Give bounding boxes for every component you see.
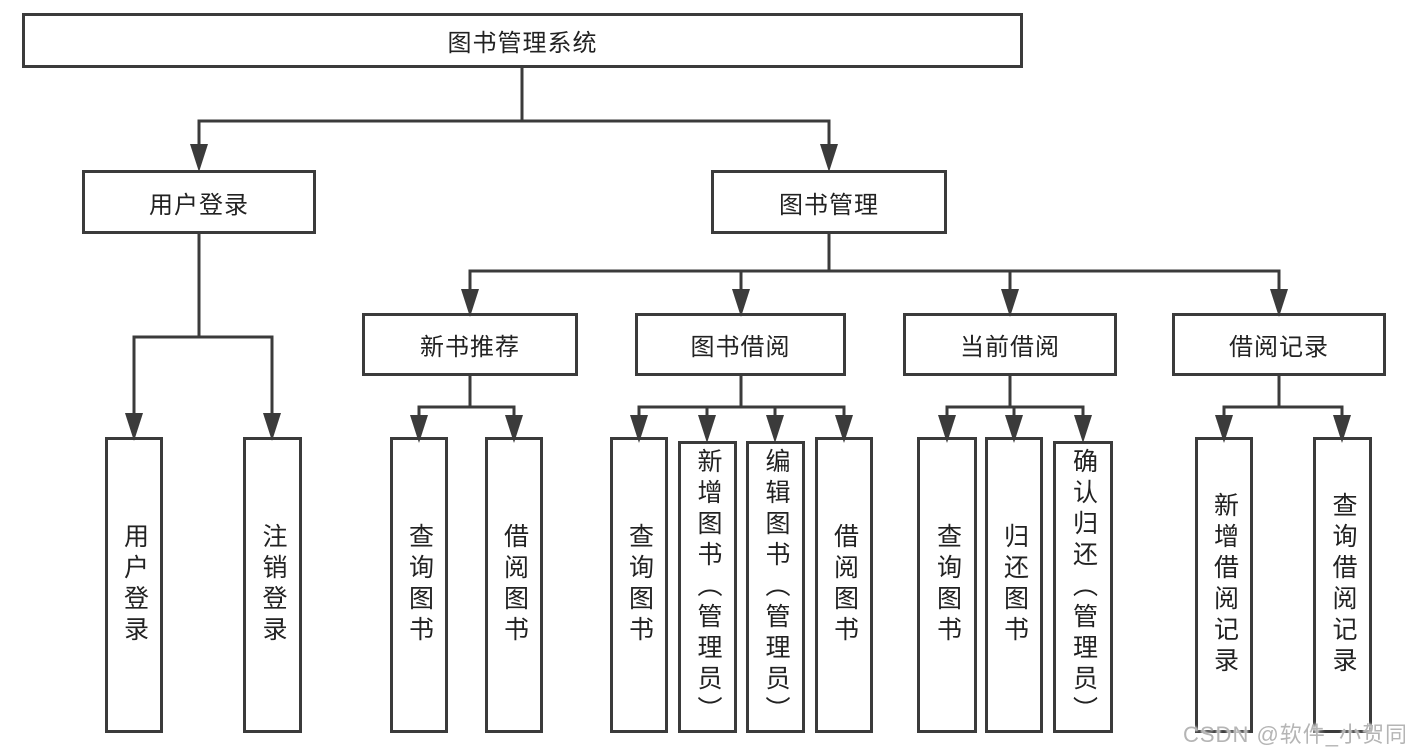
leaf-query-books-1: 查询图书	[390, 437, 448, 733]
leaf-query-borrow-record-label: 查询借阅记录	[1329, 492, 1357, 678]
leaf-query-books-3-label: 查询图书	[933, 523, 962, 647]
node-user-login-label: 用户登录	[149, 191, 249, 219]
watermark-text: CSDN @软件_小贺同学	[1183, 722, 1405, 747]
node-new-book-recommend-label: 新书推荐	[420, 334, 520, 361]
leaf-add-books-admin: 新增图书（管理员）	[678, 441, 737, 733]
leaf-user-login-label: 用户登录	[120, 523, 149, 647]
leaf-add-books-admin-label: 新增图书（管理员）	[694, 447, 722, 727]
node-borrow-records-label: 借阅记录	[1229, 334, 1329, 361]
leaf-edit-books-admin-label: 编辑图书（管理员）	[762, 447, 790, 727]
node-user-login: 用户登录	[82, 170, 316, 234]
node-current-borrow-label: 当前借阅	[960, 334, 1060, 361]
leaf-borrow-books-2-label: 借阅图书	[830, 523, 859, 647]
node-book-borrow-label: 图书借阅	[690, 334, 791, 361]
node-root: 图书管理系统	[22, 13, 1023, 68]
leaf-logout-login-label: 注销登录	[259, 523, 287, 647]
node-borrow-records: 借阅记录	[1172, 313, 1386, 376]
leaf-query-books-2-label: 查询图书	[625, 523, 654, 647]
node-book-management: 图书管理	[711, 170, 947, 234]
leaf-edit-books-admin: 编辑图书（管理员）	[746, 441, 805, 733]
leaf-query-books-3: 查询图书	[917, 437, 977, 733]
leaf-borrow-books-2: 借阅图书	[815, 437, 873, 733]
node-current-borrow: 当前借阅	[903, 313, 1117, 376]
leaf-query-borrow-record: 查询借阅记录	[1313, 437, 1372, 733]
leaf-query-books-1-label: 查询图书	[405, 523, 434, 647]
leaf-borrow-books-1-label: 借阅图书	[500, 523, 529, 647]
node-book-borrow: 图书借阅	[635, 313, 846, 376]
node-book-management-label: 图书管理	[779, 191, 879, 219]
leaf-borrow-books-1: 借阅图书	[485, 437, 543, 733]
leaf-user-login: 用户登录	[105, 437, 163, 733]
node-new-book-recommend: 新书推荐	[362, 313, 578, 376]
leaf-return-books: 归还图书	[985, 437, 1043, 733]
leaf-confirm-return-admin: 确认归还（管理员）	[1053, 441, 1113, 733]
leaf-confirm-return-admin-label: 确认归还（管理员）	[1069, 447, 1098, 727]
leaf-return-books-label: 归还图书	[1000, 523, 1029, 647]
leaf-add-borrow-record: 新增借阅记录	[1195, 437, 1253, 733]
leaf-add-borrow-record-label: 新增借阅记录	[1210, 492, 1239, 678]
leaf-logout-login: 注销登录	[243, 437, 302, 733]
node-root-label: 图书管理系统	[447, 30, 598, 57]
leaf-query-books-2: 查询图书	[610, 437, 668, 733]
